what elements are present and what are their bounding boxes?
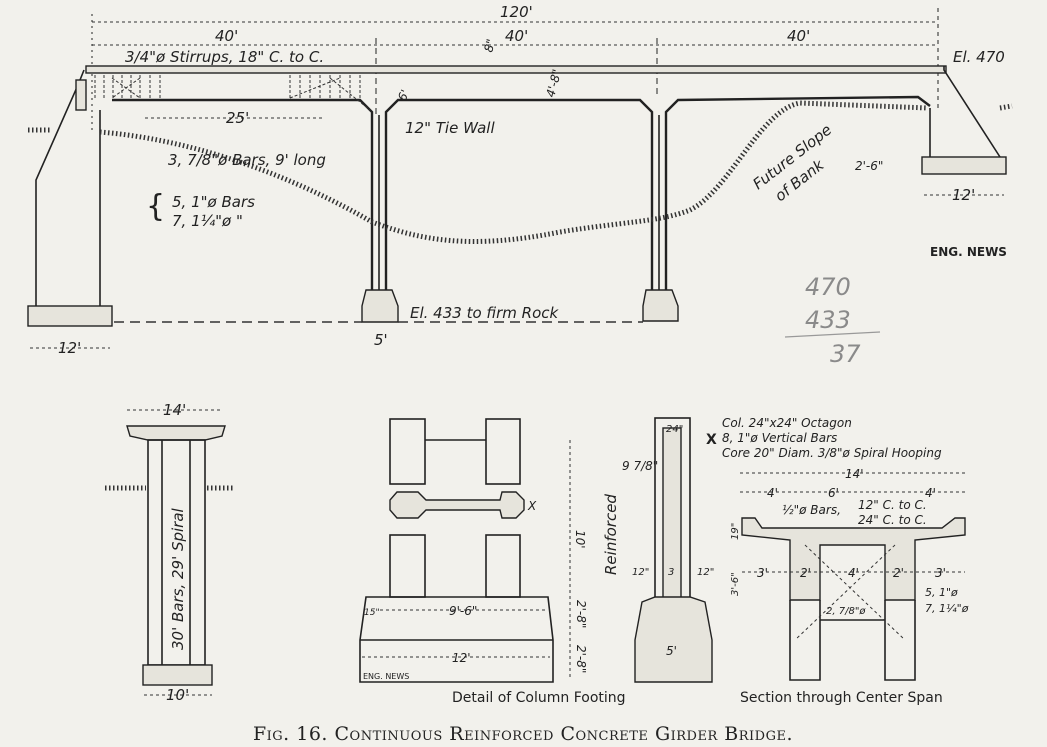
note-3: Core 20" Diam. 3/8"ø Spiral Hooping: [722, 446, 942, 460]
girder-outline: [112, 95, 931, 290]
abutment-cap: [75, 79, 87, 111]
dim-right: 12": [697, 567, 714, 578]
note-1: Col. 24"x24" Octagon: [722, 416, 852, 430]
dim-total-label: 120': [500, 3, 533, 21]
dim-top-width: 9'-6": [449, 604, 477, 618]
dim-pier-footing: 5': [374, 331, 388, 349]
dim-left-footing: 12': [58, 339, 81, 357]
deck-slab: [85, 65, 947, 74]
figure-caption: Fig. 16. Continuous Reinforced Concrete …: [253, 723, 793, 745]
section-title: Section through Center Span: [740, 690, 943, 706]
diagonal-bars: [794, 544, 906, 641]
section-dim-g: 2': [893, 566, 904, 580]
dim-span-1-label: 40': [215, 27, 238, 45]
section-dim-e: 2': [800, 566, 811, 580]
ground-line-edge: [28, 103, 1013, 133]
footing-title: Detail of Column Footing: [452, 690, 626, 706]
reinforced-label: Reinforced: [602, 494, 620, 575]
dim-base: 12': [452, 651, 471, 665]
pier-dim-bottom: 10': [166, 686, 189, 704]
octagon-section: [389, 491, 525, 519]
dim-span-3-label: 40': [787, 27, 810, 45]
dim-slab-label: 8": [481, 37, 498, 53]
bars-main-2: 7, 1¼"ø ": [172, 212, 243, 230]
dim-offset: 15": [364, 608, 380, 618]
dim-step-1: 2'-8": [574, 600, 588, 628]
section-bars-3: 24" C. to C.: [858, 513, 927, 527]
section-dim-f: 4': [848, 566, 859, 580]
dim-24: 24": [666, 424, 683, 435]
section-bars-1: ½"ø Bars,: [782, 503, 841, 517]
pier-2-footing: [642, 289, 679, 322]
stirrups-label: 3/4"ø Stirrups, 18" C. to C.: [125, 48, 324, 66]
section-dim-c: 4': [925, 486, 936, 500]
marker-x-note: X: [706, 432, 717, 448]
section-bars-diag: 2, 7/8"ø: [826, 606, 866, 617]
section-bars-bottom-2: 7, 1¼"ø: [925, 602, 969, 615]
tie-wall-label: 12" Tie Wall: [405, 119, 495, 137]
footing-outline: [359, 596, 554, 683]
column-footing: [634, 596, 713, 683]
pencil-rule: [784, 331, 881, 338]
pencil-note: 470: [805, 273, 851, 301]
section-bars-2: 12" C. to C.: [858, 498, 927, 512]
section-dim-h: 3': [935, 566, 946, 580]
column-piece: [485, 418, 521, 485]
section-dim-b: 6': [828, 486, 839, 500]
section-dim-36: 3'-6": [730, 572, 741, 596]
bridge-elevation: 120' 40' 40' 40' 3/4"ø Stirrups, 18" C. …: [27, 3, 1013, 357]
pencil-note: 37: [830, 340, 861, 368]
marker-x: X: [527, 499, 537, 513]
dim-step-2: 2'-8": [574, 645, 588, 673]
dim-haunch-label: 6': [395, 87, 412, 103]
note-2: 8, 1"ø Vertical Bars: [722, 431, 837, 445]
section-web-lower: [789, 600, 916, 681]
right-footing: [921, 156, 1007, 175]
dim-span-2-label: 40': [505, 27, 528, 45]
dim-25-label: 25': [226, 109, 249, 127]
ground-line: [99, 100, 929, 244]
column-piece: [485, 534, 521, 598]
rock-elevation-label: El. 433 to firm Rock: [410, 304, 559, 322]
dim-base-5: 5': [666, 644, 677, 658]
pencil-notes: 470 433 37: [784, 273, 881, 368]
section-dim-total: 14': [845, 467, 864, 481]
pier-dim-top: 14': [163, 401, 186, 419]
left-abutment: [35, 69, 101, 306]
dim-mid: 3: [668, 567, 674, 578]
center-span-section: 14' 4' 6' 4' ½"ø Bars, 12" C. to C. 24" …: [730, 467, 969, 706]
bars-short-label: 3, 7/8"ø Bars, 9' long: [168, 151, 326, 169]
pier-cap: [126, 425, 226, 441]
bars-main-1: 5, 1"ø Bars: [172, 193, 255, 211]
brace: {: [146, 189, 165, 224]
stirrups: [94, 75, 371, 111]
pier-footing: [142, 664, 213, 686]
pier-elevation: 14' 30' Bars, 29' Spiral 10': [105, 401, 235, 704]
elevation-top: El. 470: [953, 48, 1005, 66]
right-abutment: [929, 66, 1001, 158]
section-bars-bottom-1: 5, 1"ø: [925, 586, 958, 599]
pier-bars-label: 30' Bars, 29' Spiral: [169, 507, 187, 650]
column-piece: [389, 418, 426, 485]
dim-right-footing: 12': [952, 186, 975, 204]
left-footing: [27, 305, 113, 327]
dim-col: 9 7/8": [622, 459, 658, 473]
credit-eng-news: ENG. NEWS: [930, 245, 1007, 259]
section-dim-19: 19": [730, 523, 741, 540]
dim-footing-height: 2'-6": [855, 159, 883, 173]
credit-eng-news: ENG. NEWS: [363, 672, 409, 681]
section-dim-a: 4': [767, 486, 778, 500]
section-dim-d: 3': [757, 566, 768, 580]
dim-height: 10': [573, 530, 587, 549]
pencil-note: 433: [805, 306, 851, 334]
column-piece: [389, 534, 426, 598]
pier-1-footing: [361, 289, 399, 323]
column-footing-detail: X 10' 2'-8" 2'-8" 9'-6" 15" 12' ENG. NEW…: [359, 416, 942, 706]
dim-left: 12": [632, 567, 649, 578]
